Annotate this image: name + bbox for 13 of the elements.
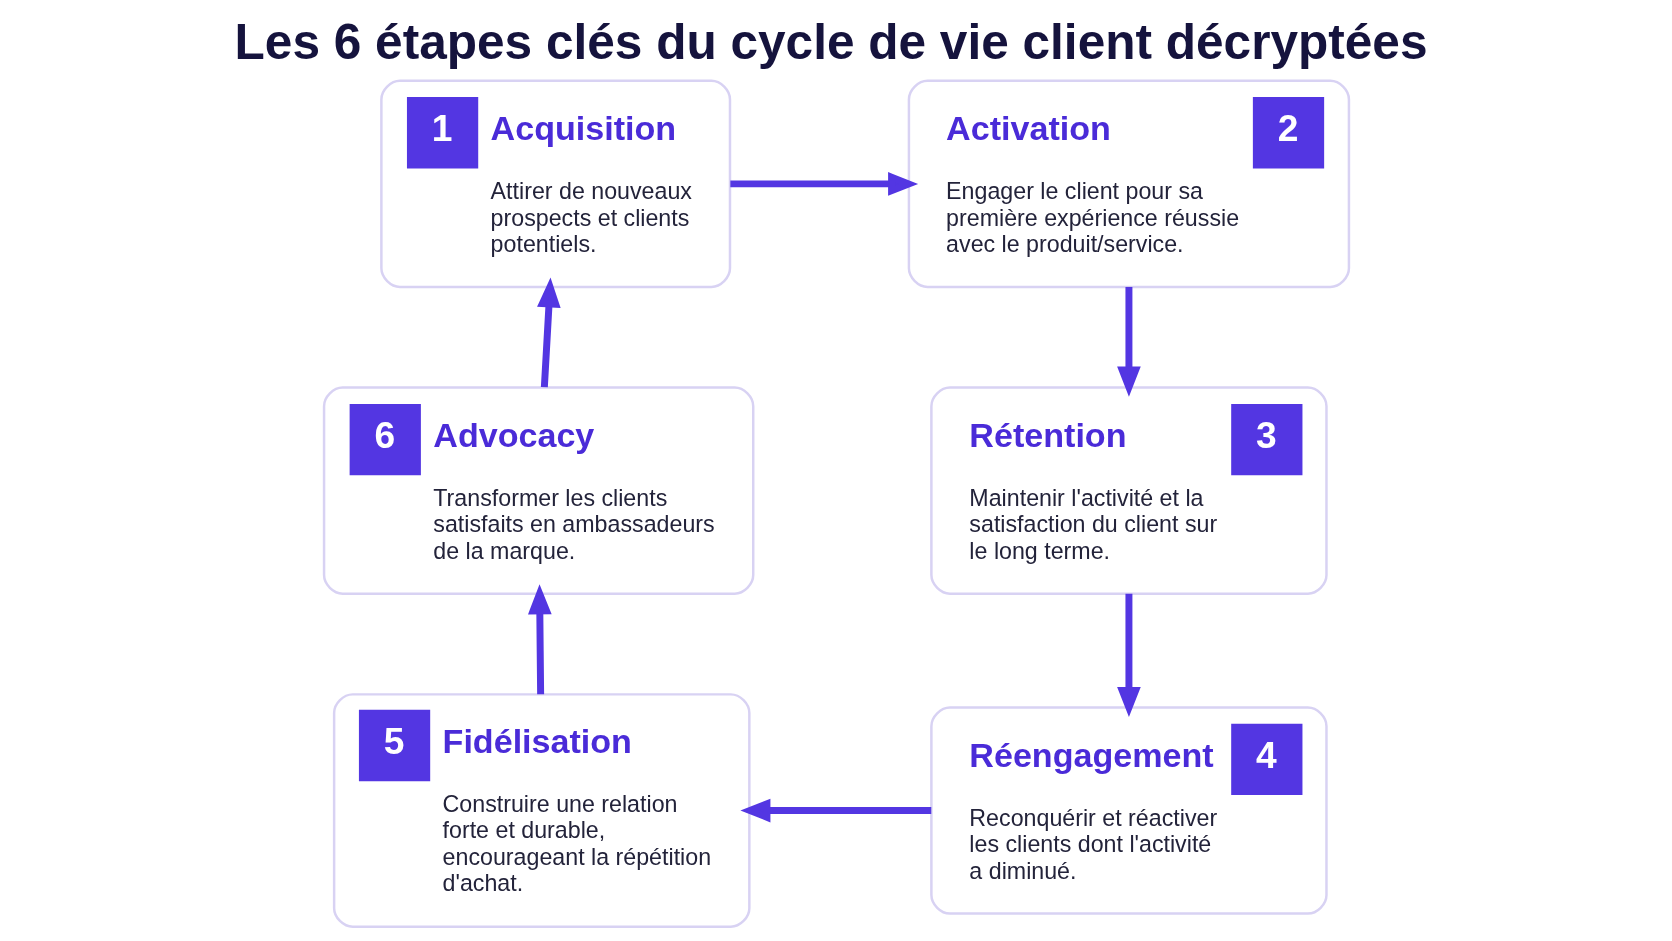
- arrow: [1116, 286, 1141, 397]
- arrow: [729, 172, 918, 196]
- arrow: [527, 584, 552, 695]
- node-box: Rétention 3 Maintenir l'activité et la satisfaction du client sur le long terme.: [929, 386, 1328, 595]
- node-box: Réengagement 4 Reconquérir et réactiver les clients dont l'activité a diminué.: [929, 706, 1328, 915]
- node-box: Activation 2 Engager le client pour sa première expérience réussie avec le produit/service.: [907, 79, 1350, 289]
- arrow: [1116, 593, 1141, 717]
- arrow: [536, 277, 561, 388]
- node-box: 6 Advocacy Transformer les clients satisfaits en ambassadeurs de la marque.: [322, 386, 754, 595]
- node-box: 1 Acquisition Attirer de nouveaux prospects et clients potentiels.: [379, 79, 731, 289]
- arrow: [739, 798, 931, 823]
- node-box: 5 Fidélisation Construire une relation forte et durable, encourageant la répétition d'achat.: [332, 693, 751, 928]
- diagram-title: Les 6 étapes clés du cycle de vie client décryptées: [234, 13, 1427, 70]
